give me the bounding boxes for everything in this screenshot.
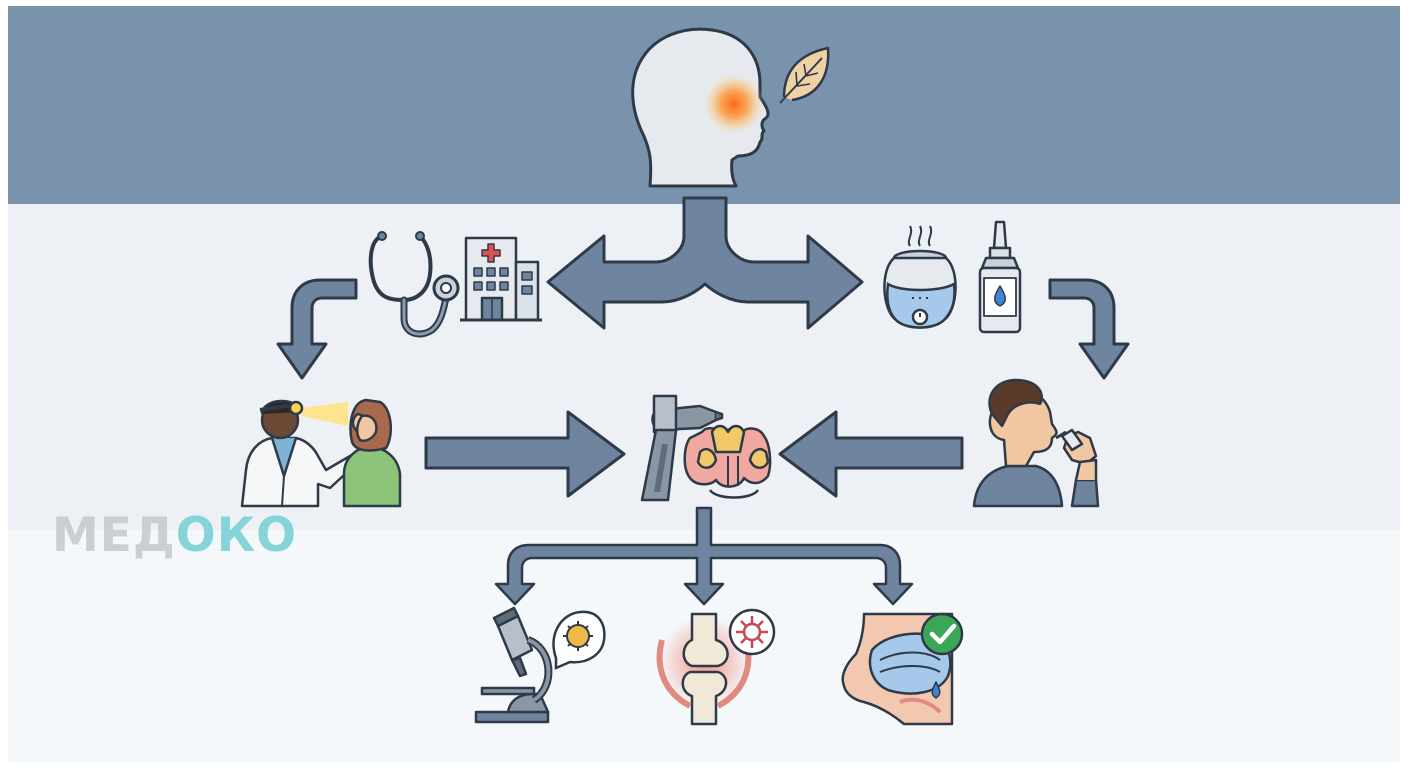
branch-arrows (494, 506, 914, 606)
sinuses-icon (683, 424, 772, 499)
logo-text-main: МЕД (52, 508, 176, 563)
arrow-to-center-left (424, 410, 626, 498)
humidifier-icon (883, 225, 957, 329)
leaf-icon (779, 46, 830, 104)
logo-text-accent: ОКО (175, 508, 298, 563)
split-arrow (546, 196, 864, 330)
check-icon (920, 612, 964, 656)
microscope-icon (474, 606, 553, 724)
hospital-icon (460, 236, 542, 322)
otoscope-icon (640, 394, 724, 502)
doctor-examining-patient-icon (240, 398, 402, 508)
man-using-nasal-spray-icon (972, 378, 1100, 508)
virus-icon (728, 608, 776, 656)
nasal-spray-bottle-icon (978, 220, 1022, 334)
bacteria-icon (552, 610, 606, 670)
head-profile-icon (631, 27, 770, 188)
stethoscope-icon (368, 231, 460, 338)
logo: МЕДОКО (52, 508, 297, 563)
arrow-left-down (276, 278, 358, 380)
arrow-to-center-right (778, 410, 964, 498)
joint-icon (656, 612, 752, 726)
arrow-right-down (1048, 278, 1130, 380)
